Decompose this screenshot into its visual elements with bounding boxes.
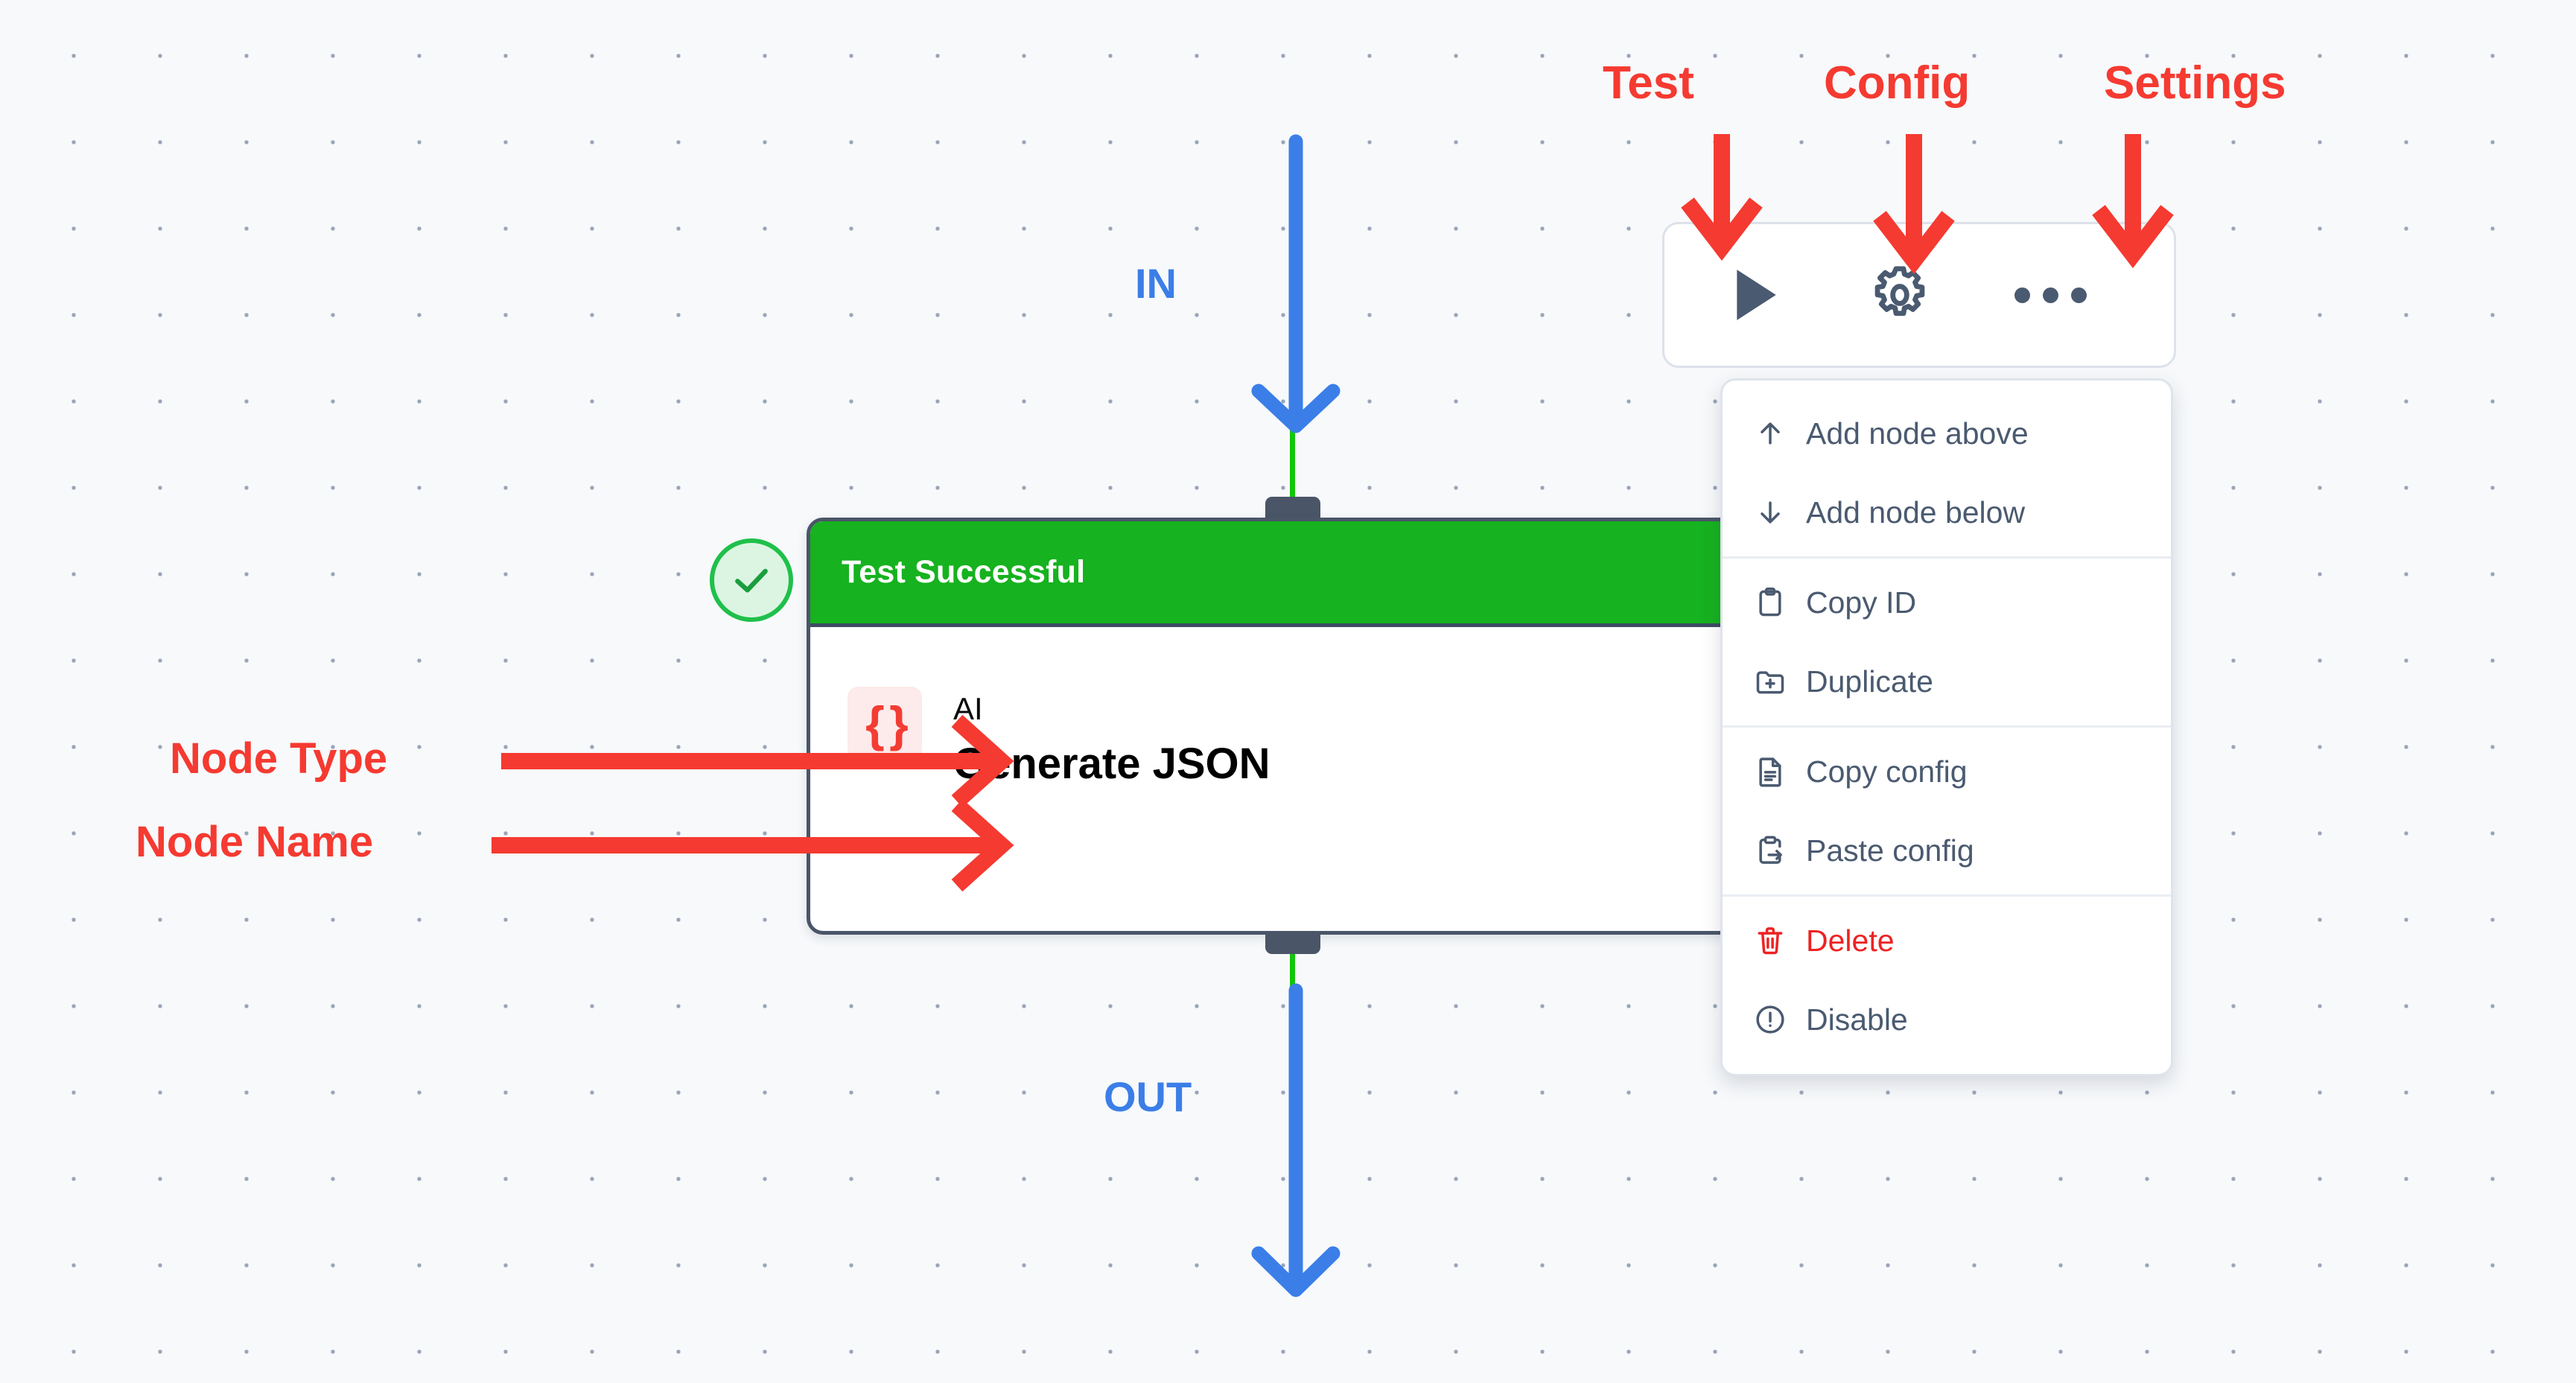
clipboard-icon xyxy=(1759,587,1781,617)
arrow-up-icon xyxy=(1761,422,1780,445)
flow-arrow-in xyxy=(1251,134,1341,433)
menu-item-delete[interactable]: Delete xyxy=(1723,901,2171,980)
ellipsis-icon xyxy=(2014,287,2087,303)
config-button[interactable] xyxy=(1837,224,1962,366)
gear-icon xyxy=(1874,266,1925,317)
annotation-label-config: Config xyxy=(1824,57,1971,109)
menu-item-label: Copy config xyxy=(1806,754,1968,789)
menu-item-copy-id[interactable]: Copy ID xyxy=(1723,563,2171,642)
flow-label-out: OUT xyxy=(1104,1073,1192,1120)
settings-button[interactable] xyxy=(1988,224,2113,366)
menu-item-disable[interactable]: Disable xyxy=(1723,980,2171,1059)
node-status-label: Test Successful xyxy=(842,554,1086,590)
menu-item-label: Duplicate xyxy=(1806,664,1933,699)
document-icon xyxy=(1759,757,1781,787)
clipboard-arrow-icon xyxy=(1759,836,1782,864)
menu-item-duplicate[interactable]: Duplicate xyxy=(1723,642,2171,721)
menu-item-label: Paste config xyxy=(1806,833,1974,868)
node-success-badge xyxy=(710,538,793,622)
menu-item-label: Copy ID xyxy=(1806,585,1917,620)
connection-wire-in xyxy=(1290,425,1295,521)
json-braces-icon: { } xyxy=(847,687,922,761)
annotation-label-test: Test xyxy=(1603,57,1694,109)
exclamation-circle-icon xyxy=(1756,1005,1784,1034)
menu-item-add-node-below[interactable]: Add node below xyxy=(1723,473,2171,552)
arrow-down-icon xyxy=(1761,501,1780,524)
test-button[interactable] xyxy=(1693,224,1818,366)
node-name-label: Generate JSON xyxy=(953,740,1270,788)
play-icon xyxy=(1737,270,1776,320)
menu-item-label: Add node above xyxy=(1806,416,2029,451)
menu-item-copy-config[interactable]: Copy config xyxy=(1723,732,2171,811)
folder-plus-icon xyxy=(1756,671,1784,694)
connection-wire-out xyxy=(1290,953,1295,1043)
annotation-label-node-name: Node Name xyxy=(136,818,374,866)
node-context-menu[interactable]: Add node above Add node below Copy ID Du… xyxy=(1720,378,2173,1076)
check-icon xyxy=(735,568,768,593)
menu-separator xyxy=(1723,725,2171,728)
menu-item-label: Add node below xyxy=(1806,495,2026,530)
menu-separator xyxy=(1723,894,2171,897)
menu-item-label: Disable xyxy=(1806,1002,1908,1037)
flow-label-in: IN xyxy=(1135,260,1177,307)
menu-item-label: Delete xyxy=(1806,923,1895,958)
flow-arrow-out xyxy=(1251,983,1341,1297)
annotation-label-node-type: Node Type xyxy=(170,734,388,783)
annotation-label-settings: Settings xyxy=(2104,57,2286,109)
node-input-port[interactable] xyxy=(1265,497,1320,519)
trash-icon xyxy=(1758,927,1783,955)
menu-separator xyxy=(1723,556,2171,559)
node-output-port[interactable] xyxy=(1265,932,1320,954)
json-braces-glyph: { } xyxy=(865,696,909,751)
node-status-header: Test Successful xyxy=(810,521,1898,627)
menu-item-paste-config[interactable]: Paste config xyxy=(1723,811,2171,890)
menu-item-add-node-above[interactable]: Add node above xyxy=(1723,394,2171,473)
node-type-label: AI xyxy=(953,691,983,726)
node-toolbar[interactable] xyxy=(1662,222,2176,368)
